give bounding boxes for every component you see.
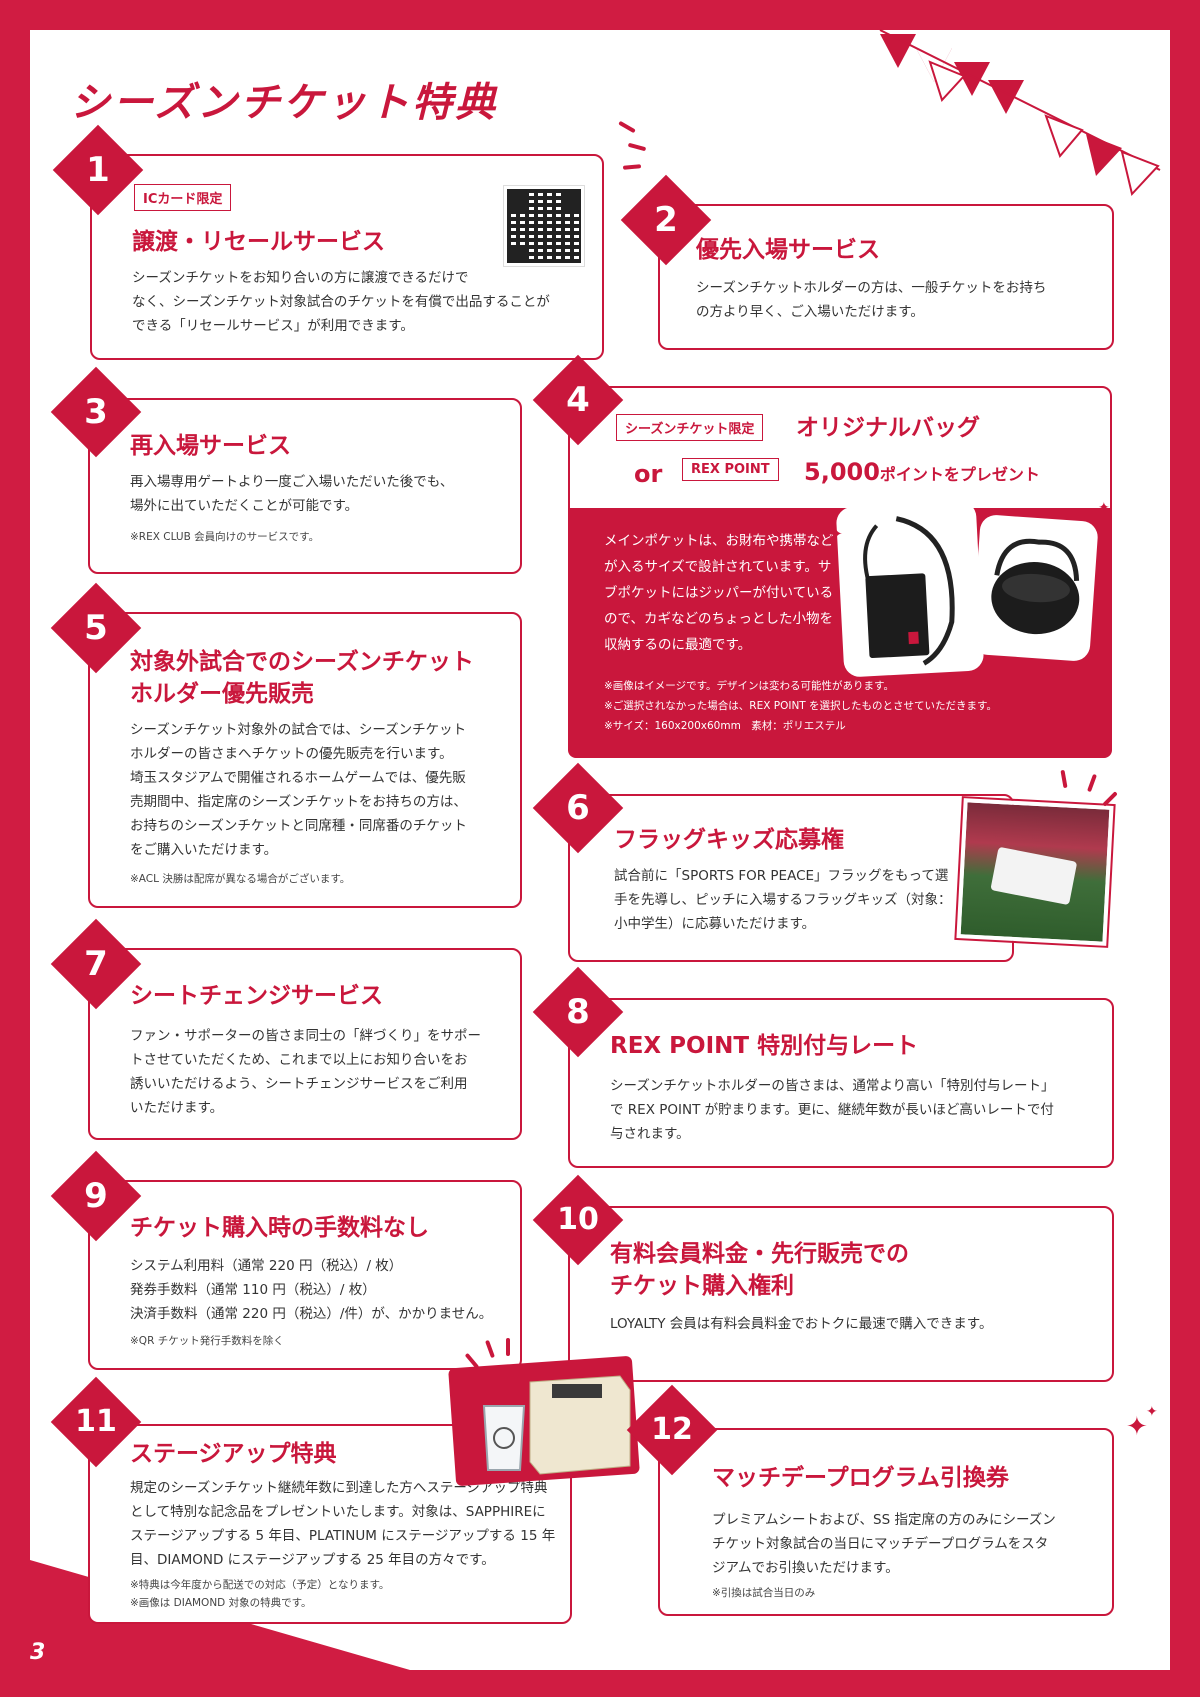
- benefit-title: フラッグキッズ応募権: [614, 827, 844, 853]
- benefit-title: 再入場サービス: [130, 433, 291, 459]
- qr-code-icon[interactable]: [503, 185, 585, 267]
- sparkle-icon: ✦: [1146, 1404, 1158, 1420]
- badge-number: 2: [654, 200, 678, 240]
- badge-number: 3: [84, 392, 108, 432]
- sparkle-icon: ✦: [828, 524, 844, 545]
- benefit-title: ステージアップ特典: [130, 1441, 337, 1467]
- bag-note: ※ご選択されなかった場合は、REX POINT を選択したものとさせていただきま…: [604, 700, 998, 712]
- benefit-card-10: 有料会員料金・先行販売でのチケット購入権利 LOYALTY 会員は有料会員料金で…: [568, 1206, 1114, 1382]
- benefit-body: プレミアムシートおよび、SS 指定席の方のみにシーズンチケット対象試合の当日にマ…: [712, 1512, 1056, 1576]
- benefit-body: 試合前に「SPORTS FOR PEACE」フラッグをもって選手を先導し、ピッチ…: [614, 868, 952, 932]
- benefit-note: ※特典は今年度から配送での対応（予定）となります。: [130, 1579, 390, 1591]
- benefit-title: オリジナルバッグ: [796, 415, 980, 441]
- benefit-title: 譲渡・リセールサービス: [132, 229, 385, 255]
- benefit-card-2: 優先入場サービス シーズンチケットホルダーの方は、一般チケットをお持ちの方より早…: [658, 204, 1114, 350]
- badge-number: 12: [651, 1412, 693, 1447]
- benefit-card-8: REX POINT 特別付与レート シーズンチケットホルダーの皆さまは、通常より…: [568, 998, 1114, 1168]
- badge-number: 10: [557, 1202, 599, 1237]
- bag-description-panel: メインポケットは、お財布や携帯などが入るサイズで設計されています。サブポケットに…: [568, 500, 1112, 758]
- benefit-title: マッチデープログラム引換券: [712, 1465, 1009, 1491]
- badge-number: 9: [84, 1176, 108, 1216]
- page-title: シーズンチケット特典: [70, 80, 498, 126]
- benefit-note: ※画像は DIAMOND 対象の特典です。: [130, 1597, 312, 1609]
- bag-note: ※画像はイメージです。デザインは変わる可能性があります。: [604, 680, 894, 692]
- benefit-title: 優先入場サービス: [696, 237, 880, 263]
- benefit-card-5: 対象外試合でのシーズンチケットホルダー優先販売 シーズンチケット対象外の試合では…: [88, 612, 522, 908]
- benefit-body: シーズンチケットホルダーの皆さまは、通常より高い「特別付与レート」で REX P…: [610, 1078, 1055, 1142]
- benefit-title: 対象外試合でのシーズンチケットホルダー優先販売: [130, 649, 474, 707]
- ic-card-tag: ICカード限定: [134, 184, 232, 211]
- benefit-card-6: フラッグキッズ応募権 試合前に「SPORTS FOR PEACE」フラッグをもっ…: [568, 794, 1014, 962]
- benefit-note: ※QR チケット発行手数料を除く: [130, 1335, 284, 1347]
- benefit-body: シーズンチケットホルダーの方は、一般チケットをお持ちの方より早く、ご入場いただけ…: [696, 280, 1047, 320]
- bag-image-open: [971, 514, 1099, 662]
- badge-number: 7: [84, 944, 108, 984]
- bag-icon: [863, 516, 955, 666]
- sparkle-icon: ✦: [1126, 1412, 1148, 1442]
- benefit-body: シーズンチケットをお知り合いの方に譲渡できるだけでなく、シーズンチケット対象試合…: [132, 270, 550, 334]
- glass-and-box-icon: [482, 1375, 631, 1475]
- benefit-body: 再入場専用ゲートより一度ご入場いただいた後でも、場外に出ていただくことが可能です…: [130, 474, 454, 514]
- benefit-card-3: 再入場サービス 再入場専用ゲートより一度ご入場いただいた後でも、場外に出ていただ…: [88, 398, 522, 574]
- sparkle-icon: ✦: [1098, 500, 1110, 516]
- benefit-body: ファン・サポーターの皆さま同士の「絆づくり」をサポートさせていただくため、これま…: [130, 1028, 481, 1116]
- bag-note: ※サイズ：160x200x60mm 素材：ポリエステル: [604, 720, 846, 732]
- bunting-outline-icon: [879, 29, 1161, 197]
- badge-number: 6: [566, 788, 590, 828]
- benefit-note: ※ACL 決勝は配席が異なる場合がございます。: [130, 873, 351, 885]
- season-ticket-limited-tag: シーズンチケット限定: [616, 414, 764, 441]
- benefit-body: システム利用料（通常 220 円（税込）/ 枚）発券手数料（通常 110 円（税…: [130, 1258, 493, 1322]
- badge-number: 4: [566, 380, 590, 420]
- benefit-note: ※引換は試合当日のみ: [712, 1587, 816, 1599]
- bag-open-icon: [991, 538, 1080, 635]
- badge-number: 11: [75, 1404, 117, 1439]
- flag-kids-photo: [954, 796, 1116, 948]
- benefit-card-12: マッチデープログラム引換券 プレミアムシートおよび、SS 指定席の方のみにシーズ…: [658, 1428, 1114, 1616]
- points-amount: 5,000ポイントをプレゼント: [804, 458, 1040, 486]
- benefit-body: シーズンチケット対象外の試合では、シーズンチケットホルダーの皆さまへチケットの優…: [130, 722, 467, 858]
- bag-description: メインポケットは、お財布や携帯などが入るサイズで設計されています。サブポケットに…: [604, 533, 834, 653]
- badge-number: 5: [84, 608, 108, 648]
- benefit-note: ※REX CLUB 会員向けのサービスです。: [130, 531, 320, 543]
- commemorative-gift-image: [470, 1370, 640, 1480]
- badge-number: 1: [86, 150, 110, 190]
- rex-point-tag: REX POINT: [682, 458, 779, 481]
- benefit-title: 有料会員料金・先行販売でのチケット購入権利: [610, 1241, 909, 1299]
- benefit-title: シートチェンジサービス: [130, 983, 383, 1009]
- benefit-body: 規定のシーズンチケット継続年数に到達した方へステージアップ特典として特別な記念品…: [130, 1480, 556, 1568]
- benefit-body: LOYALTY 会員は有料会員料金でおトクに最速で購入できます。: [610, 1316, 993, 1332]
- benefit-card-9: チケット購入時の手数料なし システム利用料（通常 220 円（税込）/ 枚）発券…: [88, 1180, 522, 1370]
- flag-icon: [988, 80, 1024, 114]
- benefit-title: REX POINT 特別付与レート: [610, 1033, 919, 1059]
- badge-number: 8: [566, 992, 590, 1032]
- page-number: 3: [30, 1640, 46, 1665]
- or-label: or: [634, 460, 663, 488]
- benefit-card-7: シートチェンジサービス ファン・サポーターの皆さま同士の「絆づくり」をサポートさ…: [88, 948, 522, 1140]
- benefit-title: チケット購入時の手数料なし: [130, 1215, 429, 1241]
- bag-image-front: [835, 500, 985, 678]
